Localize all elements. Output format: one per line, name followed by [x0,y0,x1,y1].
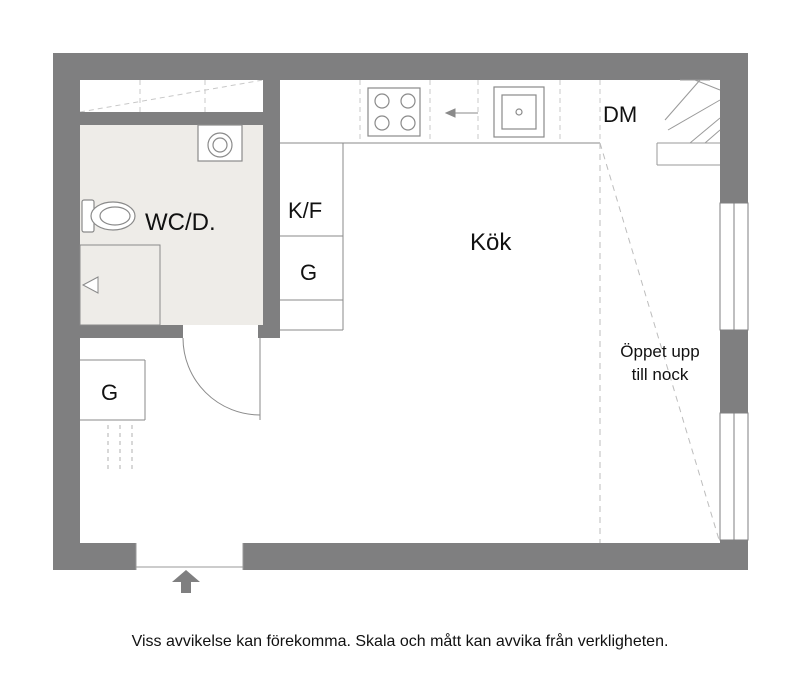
entrance-door [135,543,244,570]
label-wc: WC/D. [145,209,216,236]
interior-walls [80,80,280,338]
entrance-arrow-icon [172,570,200,593]
label-kitchen: Kök [470,229,512,256]
counter-dividers [359,80,601,143]
staircase-icon [656,79,721,166]
label-kf: K/F [288,198,322,223]
label-open-line1: Öppet upp [620,342,699,361]
exterior-walls [53,53,748,570]
washbasin-icon [197,124,243,162]
hall-wardrobe [80,359,146,421]
toilet-icon [81,199,136,233]
kitchen-counter [280,142,600,331]
label-open-line2: till nock [632,365,689,384]
bathroom-door [182,337,261,420]
label-g-hall: G [101,380,118,405]
sink-arrow [444,108,478,118]
windows [719,202,749,541]
stove-icon [367,87,421,137]
disclaimer-text: Viss avvikelse kan förekomma. Skala och … [131,633,669,650]
hall-hangers [107,425,133,470]
open-to-ridge-lines [599,142,721,544]
sink-icon [493,86,545,138]
label-dm: DM [603,102,637,127]
shower-icon [79,244,161,326]
label-g-kitchen: G [300,260,317,285]
top-left-storage [79,79,264,113]
